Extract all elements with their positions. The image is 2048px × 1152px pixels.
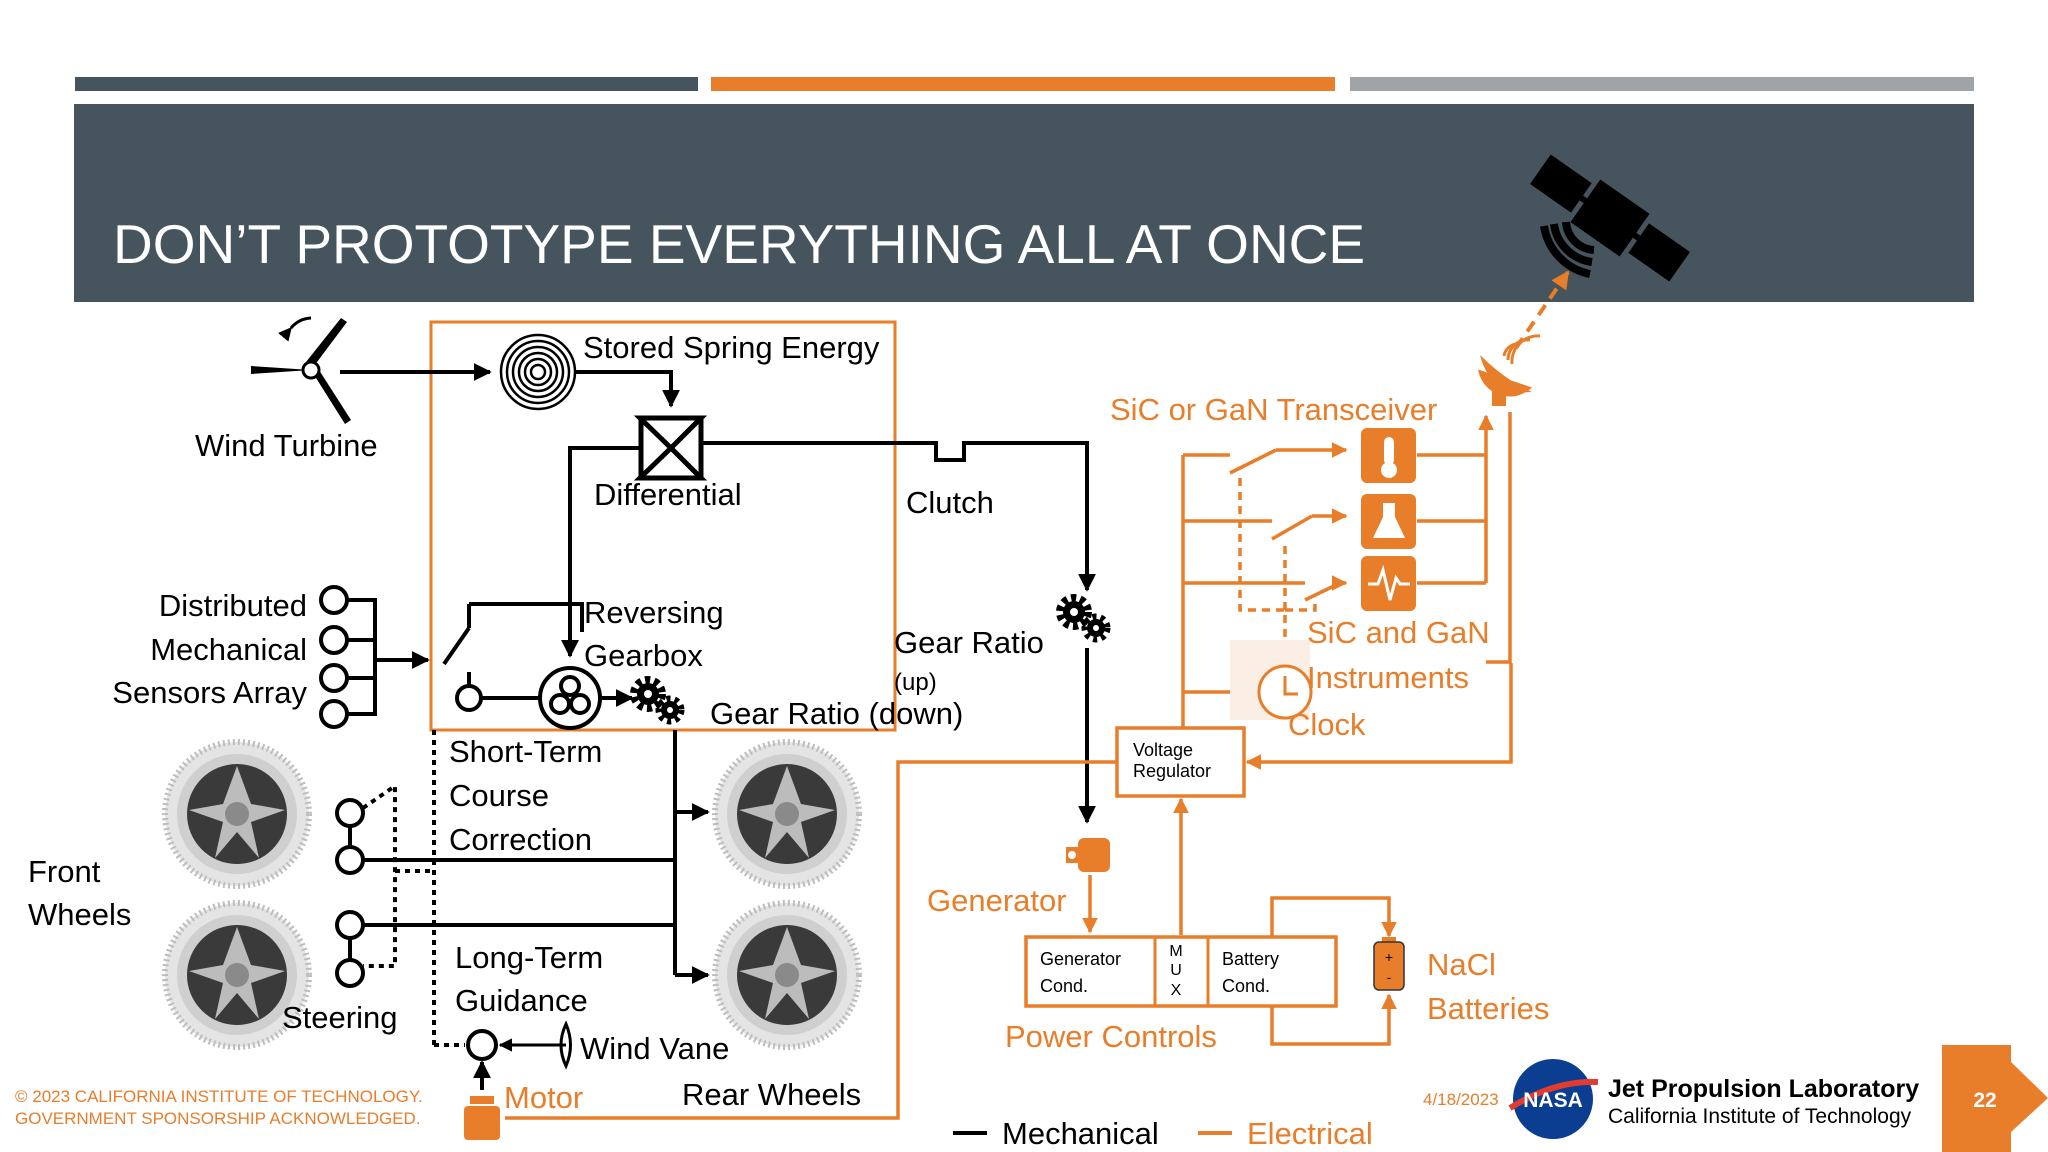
gears-icon-down [634, 680, 681, 721]
satellite-signal-icon [1540, 221, 1595, 278]
front-wheels-label-2: Wheels [28, 897, 131, 932]
generator-icon [1066, 838, 1110, 872]
differential-label: Differential [594, 477, 742, 512]
sensors-label-3: Sensors Array [112, 675, 307, 710]
rear-wheel-top [715, 742, 859, 886]
thermometer-icon [1361, 428, 1416, 483]
copyright-line-2: GOVERNMENT SPONSORSHIP ACKNOWLEDGED. [15, 1109, 421, 1128]
stored-spring-label: Stored Spring Energy [583, 330, 880, 365]
dish-antenna-icon [1478, 334, 1541, 406]
wind-turbine-label: Wind Turbine [195, 428, 378, 463]
long-term-label-1: Long-Term [455, 940, 603, 975]
uplink-arrow [1514, 270, 1570, 350]
mux-label-x: X [1171, 982, 1182, 999]
svg-text:-: - [1387, 969, 1392, 985]
waveform-icon [1361, 556, 1416, 611]
generator-label: Generator [927, 883, 1067, 918]
rear-wheels-label: Rear Wheels [682, 1077, 861, 1112]
long-term-label-2: Guidance [455, 983, 588, 1018]
page-number: 22 [1973, 1089, 1996, 1112]
jpl-subtitle: California Institute of Technology [1608, 1105, 1912, 1128]
instruments-label-2: Instruments [1307, 660, 1469, 695]
steering-linkage [335, 798, 365, 988]
sensors-label-2: Mechanical [150, 632, 307, 667]
reversing-label-2: Gearbox [584, 638, 703, 673]
svg-text:+: + [1385, 949, 1393, 965]
cond-to-battery [1270, 896, 1397, 938]
satellite-icon [1530, 154, 1690, 282]
regulator-feed [1245, 663, 1513, 770]
gears-icon [1060, 598, 1107, 639]
spiral-spring-icon [499, 333, 577, 411]
front-wheels-label-1: Front [28, 854, 101, 889]
steering-label: Steering [282, 1000, 397, 1035]
jpl-name: Jet Propulsion Laboratory [1608, 1075, 1919, 1103]
clutch-icon [930, 441, 970, 462]
voltage-regulator-label-2: Regulator [1133, 761, 1211, 781]
spring-to-differential [575, 370, 680, 408]
reversing-label-1: Reversing [584, 595, 724, 630]
nasa-logo: NASA [1508, 1059, 1599, 1139]
rear-wheel-bottom [715, 903, 859, 1047]
mux-label-m: M [1169, 943, 1182, 960]
legend-mechanical-label: Mechanical [1002, 1116, 1159, 1151]
switch-icon [442, 602, 584, 712]
generator-cond-label-2: Cond. [1040, 976, 1088, 996]
top-bar-orange [711, 77, 1335, 91]
wind-turbine-icon [251, 316, 351, 424]
instrument-outputs [1417, 453, 1486, 585]
motor-label: Motor [504, 1080, 583, 1115]
differential-to-gearbox [561, 446, 641, 658]
steering-dotted-linkage [361, 730, 465, 1047]
flask-icon [1361, 494, 1416, 549]
page-number-tab [1942, 1045, 2048, 1152]
prototype-boundary [429, 320, 897, 732]
transceiver-feed [1486, 412, 1512, 664]
guidance-node [466, 1029, 498, 1061]
voltage-regulator-label-1: Voltage [1133, 740, 1193, 760]
battery-to-cond [1270, 993, 1397, 1046]
battery-cond-label-2: Cond. [1222, 976, 1270, 996]
transceiver-label: SiC or GaN Transceiver [1110, 392, 1437, 427]
instruments-label-1: SiC and GaN [1307, 615, 1490, 650]
short-term-label-3: Correction [449, 822, 592, 857]
power-to-motor [505, 760, 1117, 1120]
power-controls-box [1024, 935, 1338, 1008]
short-term-label-2: Course [449, 778, 549, 813]
wind-vane-label: Wind Vane [580, 1031, 729, 1066]
gear-ratio-up-label: Gear Ratio [894, 625, 1044, 660]
legend-electrical-label: Electrical [1247, 1116, 1373, 1151]
short-term-label-1: Short-Term [449, 734, 602, 769]
nacl-label-2: Batteries [1427, 991, 1549, 1026]
slide-date: 4/18/2023 [1423, 1090, 1499, 1109]
slide-title: DON’T PROTOTYPE EVERYTHING ALL AT ONCE [113, 213, 1365, 275]
battery-cond-label-1: Battery [1222, 949, 1279, 969]
motor-icon [464, 1096, 500, 1140]
gear-ratio-down-label: Gear Ratio (down) [710, 696, 963, 731]
voltage-regulator-box [1115, 726, 1246, 798]
clutch-label: Clutch [906, 485, 994, 520]
top-bar-gray [1350, 77, 1974, 91]
gear-ratio-up-sub: (up) [894, 669, 937, 696]
clutch-to-gears [970, 441, 1096, 592]
generator-cond-label-1: Generator [1040, 949, 1121, 969]
clock-icon [1257, 664, 1313, 720]
copyright-line-1: © 2023 CALIFORNIA INSTITUTE OF TECHNOLOG… [15, 1087, 423, 1106]
clock-control-lines [1238, 478, 1317, 665]
svg-text:NASA: NASA [1523, 1089, 1583, 1112]
front-wheel-top [165, 742, 309, 886]
nacl-label-1: NaCl [1427, 947, 1496, 982]
clock-label: Clock [1288, 707, 1366, 742]
mux-label-u: U [1170, 962, 1182, 979]
sensor-array-icon [319, 585, 377, 729]
power-controls-label: Power Controls [1005, 1019, 1217, 1054]
reversing-gearbox-icon [538, 666, 602, 730]
drive-shaft [350, 730, 677, 975]
sensors-label-1: Distributed [159, 588, 307, 623]
top-bar-slate [75, 77, 698, 91]
differential-icon [633, 415, 708, 481]
battery-icon: + - [1373, 937, 1405, 991]
